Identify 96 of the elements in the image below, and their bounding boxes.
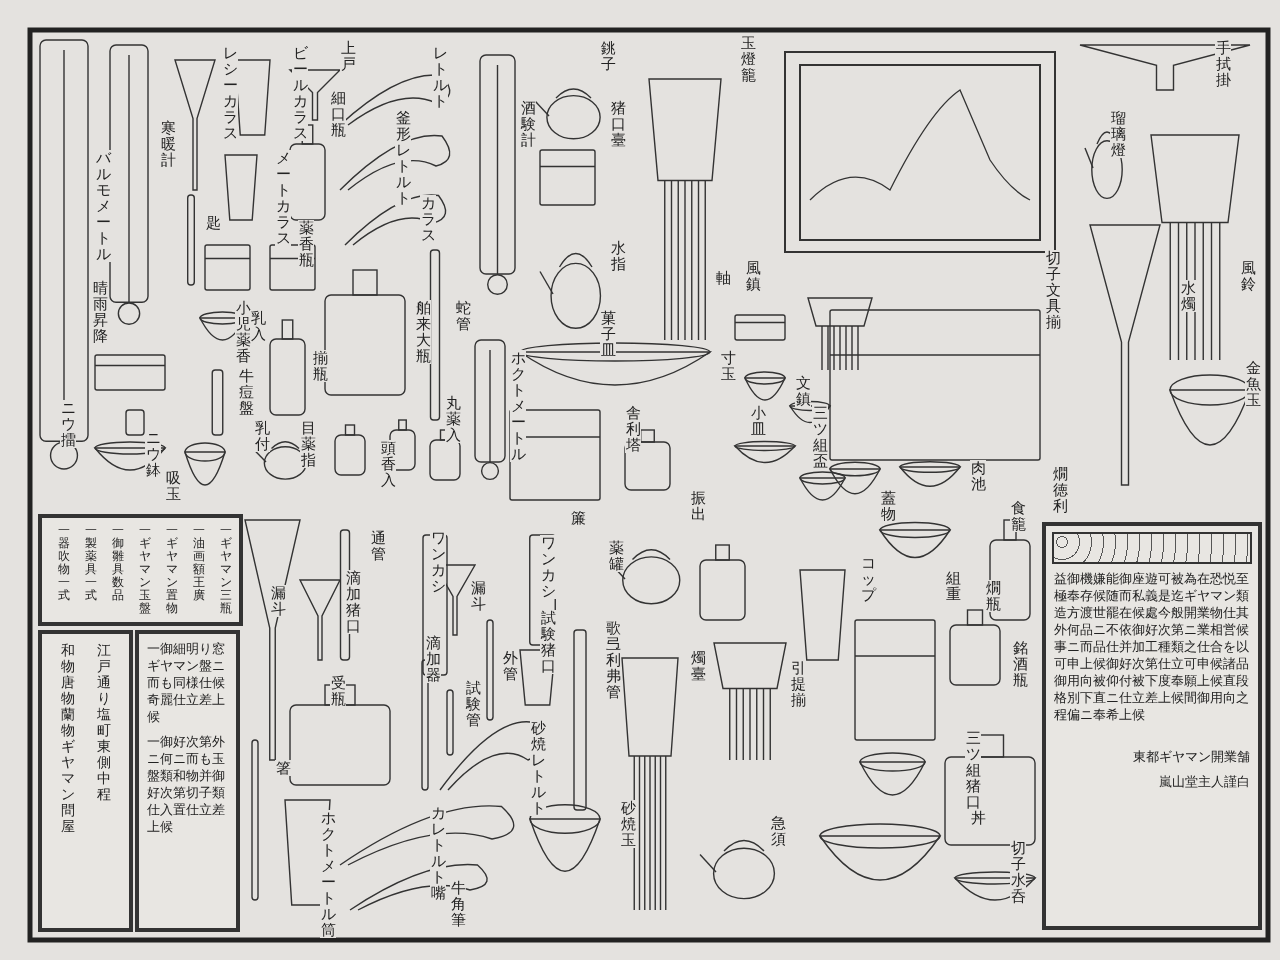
- item-label: 切子水呑: [1010, 840, 1026, 904]
- list-item: 一ギヤマン玉盤: [137, 524, 152, 615]
- notice-text: 東都ギヤマン開業舗: [1132, 748, 1250, 765]
- item-label: 瑠璃燈: [1110, 110, 1126, 158]
- list-item: 一ギヤマン置物: [164, 524, 179, 615]
- item-label: 試験管: [465, 680, 481, 728]
- item-label: 薬香瓶: [298, 220, 314, 268]
- item-label: 組重: [945, 570, 961, 602]
- item-label: 舎利塔: [625, 405, 641, 453]
- item-label: 食籠: [1010, 500, 1026, 532]
- item-label: 引提揃: [790, 660, 806, 708]
- text-panel: [38, 514, 243, 626]
- item-label: 釜形レトルト: [395, 110, 411, 206]
- panel-text: 一御好次第外ニ何ニ而も玉盤類和物并御好次第切子類仕入置仕立差上候: [147, 733, 226, 835]
- item-label: 吸玉: [165, 470, 181, 502]
- item-label: バルモメートル: [95, 150, 111, 262]
- item-label: ワンカシ: [430, 530, 446, 594]
- item-label: 手拭掛: [1215, 40, 1231, 88]
- item-label: ホクトメートル筒: [320, 810, 336, 938]
- item-label: 小児薬香: [235, 300, 251, 364]
- item-label: 寒暖計: [160, 120, 176, 168]
- item-label: 乳付: [254, 420, 270, 452]
- item-label: 滴加器: [425, 635, 441, 683]
- item-label: 揃瓶: [312, 350, 328, 382]
- item-label: 銚子: [600, 40, 616, 72]
- item-label: レトルト: [432, 45, 448, 109]
- item-label: 歌弖利弗管: [605, 620, 621, 700]
- item-label: 玉燈籠: [740, 35, 756, 83]
- item-label: ホクトメートル: [510, 350, 526, 462]
- item-label: 軸: [715, 270, 731, 286]
- item-label: 蓋物: [880, 490, 896, 522]
- item-label: 丼: [970, 810, 986, 826]
- item-label: 菓子皿: [600, 310, 616, 358]
- item-label: 酒験計: [520, 100, 536, 148]
- list-item: 一器吹物一式: [56, 524, 71, 602]
- item-label: 燭臺: [690, 650, 706, 682]
- list-item: 一ギヤマン三瓶: [218, 524, 233, 615]
- item-label: 滴加猪口: [345, 570, 361, 634]
- item-label: 牛角筆: [450, 880, 466, 928]
- list-item: 一油画額王廣: [191, 524, 206, 602]
- item-label: 燗瓶: [985, 580, 1001, 612]
- item-label: 風鎮: [745, 260, 761, 292]
- notice-text: 益御機嫌能御座遊可被為在恐悦至極奉存候随而私義是迄ギヤマン類造方渡世罷在候處今般開業物仕其外何品ニ不依御好次第ニ業相営候事ニ而品仕并加工種類之仕合を以可申上候御好次第仕立可申候諸品御用向被仰付被下度奉願上候直段格別下直ニ仕立差上候間御用向之程偏ニ奉希上候: [1054, 570, 1250, 723]
- item-label: 切子文具揃: [1045, 250, 1061, 330]
- item-label: レシーカラス: [222, 45, 238, 141]
- panel-text: 江戸通り塩町東側中程: [96, 642, 111, 802]
- item-label: 文鎮: [795, 375, 811, 407]
- item-label: 舶来大瓶: [415, 300, 431, 364]
- item-label: 肉池: [970, 460, 986, 492]
- text-panel: [135, 630, 240, 932]
- item-label: 乳入: [250, 310, 266, 342]
- item-label: 水燭: [1180, 280, 1196, 312]
- panel-text: 一御細明り窓ギヤマン盤ニ而も同様仕候奇麗仕立差上候: [147, 640, 226, 725]
- item-label: 通管: [370, 530, 386, 562]
- panel-text: 和物唐物蘭物ギヤマン問屋: [60, 642, 75, 834]
- item-label: 匙: [205, 215, 221, 231]
- item-label: 急須: [770, 815, 786, 847]
- list-item: 一御雛具数品: [110, 524, 125, 602]
- text-panel: [38, 630, 133, 932]
- notice-text: 嵐山堂主人謹白: [1158, 773, 1250, 790]
- item-label: 漏斗: [270, 585, 286, 617]
- item-label: 外管: [502, 650, 518, 682]
- item-label: 猪口臺: [610, 100, 626, 148]
- item-label: 砂焼レトルト: [530, 720, 546, 816]
- item-label: 三ツ組盃: [812, 405, 828, 469]
- list-item: 一製薬具一式: [83, 524, 98, 602]
- item-label: 三ツ組猪口: [965, 730, 981, 810]
- item-label: 上戸: [340, 40, 356, 72]
- item-label: 小皿: [750, 405, 766, 437]
- item-label: 牛痘盤: [238, 368, 254, 416]
- item-label: 風鈴: [1240, 260, 1256, 292]
- item-label: 晴雨昇降: [92, 280, 108, 344]
- item-label: 漏斗: [470, 580, 486, 612]
- item-label: 水指: [610, 240, 626, 272]
- item-label: 簾: [570, 510, 586, 526]
- item-label: 丸薬入: [445, 395, 461, 443]
- item-label: 目薬指: [300, 420, 316, 468]
- item-label: ニウ擂: [60, 400, 76, 448]
- item-label: 銘酒瓶: [1012, 640, 1028, 688]
- item-label: 振出: [690, 490, 706, 522]
- item-label: 試験猪口: [540, 610, 556, 674]
- item-label: メートカラス: [275, 150, 291, 246]
- item-label: カラス: [420, 195, 436, 243]
- item-label: 細口瓶: [330, 90, 346, 138]
- item-label: 薬罐: [608, 540, 624, 572]
- item-label: 箸: [275, 760, 291, 776]
- item-label: 金魚玉: [1245, 360, 1261, 408]
- item-label: 寸玉: [720, 350, 736, 382]
- item-label: 受瓶: [330, 675, 346, 707]
- item-label: ワンカシ: [540, 535, 556, 599]
- notice-board: [1042, 522, 1262, 930]
- item-label: 蛇管: [455, 300, 471, 332]
- item-label: ビールカラス: [292, 45, 308, 141]
- item-label: 頭香入: [380, 440, 396, 488]
- item-label: カレトルト嘴: [430, 805, 446, 901]
- item-label: 砂焼玉: [620, 800, 636, 848]
